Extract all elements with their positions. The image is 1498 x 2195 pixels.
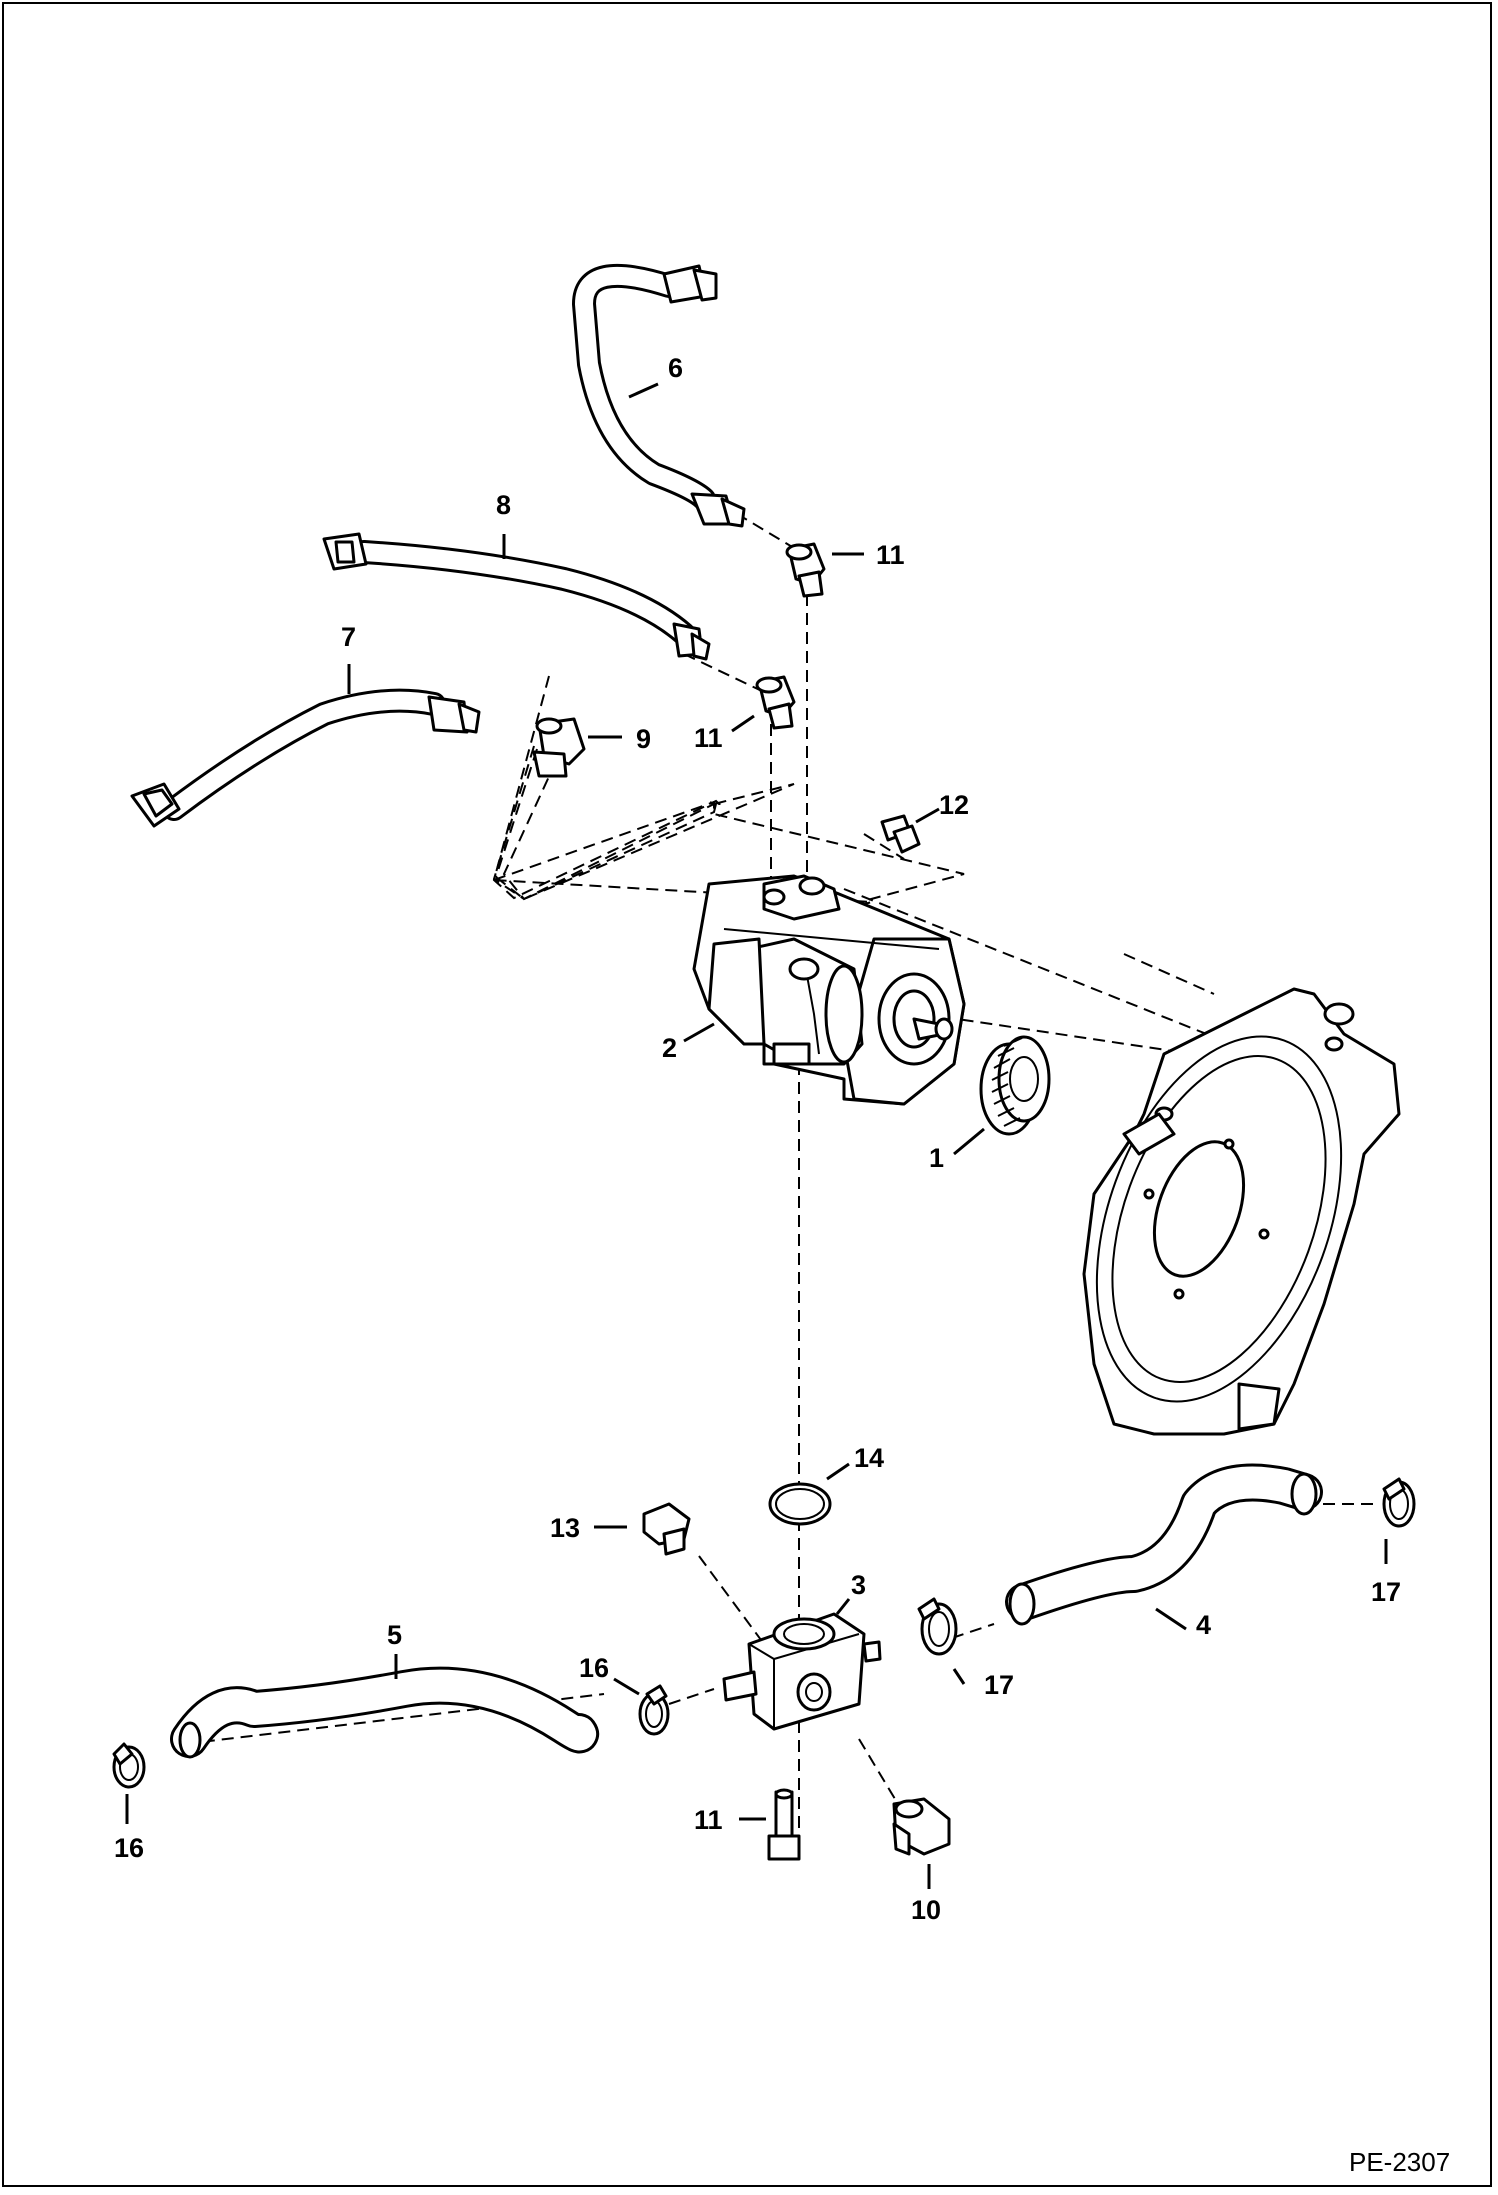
callout-8: 8 bbox=[496, 490, 511, 520]
callout-9: 9 bbox=[636, 724, 651, 754]
clamp-16-left bbox=[112, 1742, 146, 1789]
callout-7: 7 bbox=[341, 622, 356, 652]
callout-3: 3 bbox=[851, 1570, 866, 1600]
callout-17b: 17 bbox=[984, 1670, 1014, 1700]
hose-7 bbox=[130, 688, 481, 828]
fitting-9 bbox=[532, 717, 586, 778]
clamp-17-center bbox=[917, 1597, 958, 1656]
hose-8 bbox=[322, 532, 711, 661]
callout-11a: 11 bbox=[876, 540, 905, 570]
callout-12: 11 bbox=[694, 1805, 723, 1835]
assembly-lines-box bbox=[493, 800, 965, 945]
hose-6 bbox=[572, 263, 746, 528]
gear-1 bbox=[979, 1035, 1051, 1136]
o-ring-15 bbox=[768, 1482, 832, 1526]
exploded-parts-diagram: 6 8 7 11 9 11 12 2 1 14 13 3 4 17 17 16 … bbox=[112, 263, 1450, 2177]
callout-11b: 11 bbox=[694, 723, 723, 753]
callout-4: 4 bbox=[1196, 1610, 1211, 1640]
housing-plate bbox=[1082, 987, 1401, 1436]
callout-13: 13 bbox=[550, 1513, 580, 1543]
reference-code: PE-2307 bbox=[1349, 2147, 1450, 2177]
callout-5: 5 bbox=[387, 1620, 402, 1650]
callout-1: 1 bbox=[929, 1143, 944, 1173]
coolant-hose-4 bbox=[1005, 1463, 1323, 1626]
fitting-11-lower bbox=[755, 675, 796, 730]
coolant-hose-5 bbox=[170, 1666, 599, 1759]
hydraulic-pump-2 bbox=[692, 874, 966, 1106]
leader-lines bbox=[125, 382, 1388, 1889]
fitting-10 bbox=[892, 1797, 951, 1856]
plug-13 bbox=[642, 1502, 691, 1556]
callout-15: 14 bbox=[854, 1443, 884, 1473]
callout-16a: 16 bbox=[579, 1653, 609, 1683]
bolt-12 bbox=[767, 1788, 801, 1861]
callout-6: 6 bbox=[668, 353, 683, 383]
callout-2: 2 bbox=[662, 1033, 677, 1063]
callouts: 6 8 7 11 9 11 12 2 1 14 13 3 4 17 17 16 … bbox=[114, 353, 1401, 1925]
fitting-11-upper bbox=[785, 542, 826, 598]
callout-10: 10 bbox=[911, 1895, 941, 1925]
callout-16b: 16 bbox=[114, 1833, 144, 1863]
bolt-14 bbox=[880, 814, 921, 854]
callout-14: 12 bbox=[939, 790, 969, 820]
callout-17a: 17 bbox=[1371, 1577, 1401, 1607]
clamp-16-center bbox=[638, 1684, 670, 1736]
manifold-block-3 bbox=[722, 1612, 882, 1731]
clamp-17-right bbox=[1382, 1477, 1416, 1528]
